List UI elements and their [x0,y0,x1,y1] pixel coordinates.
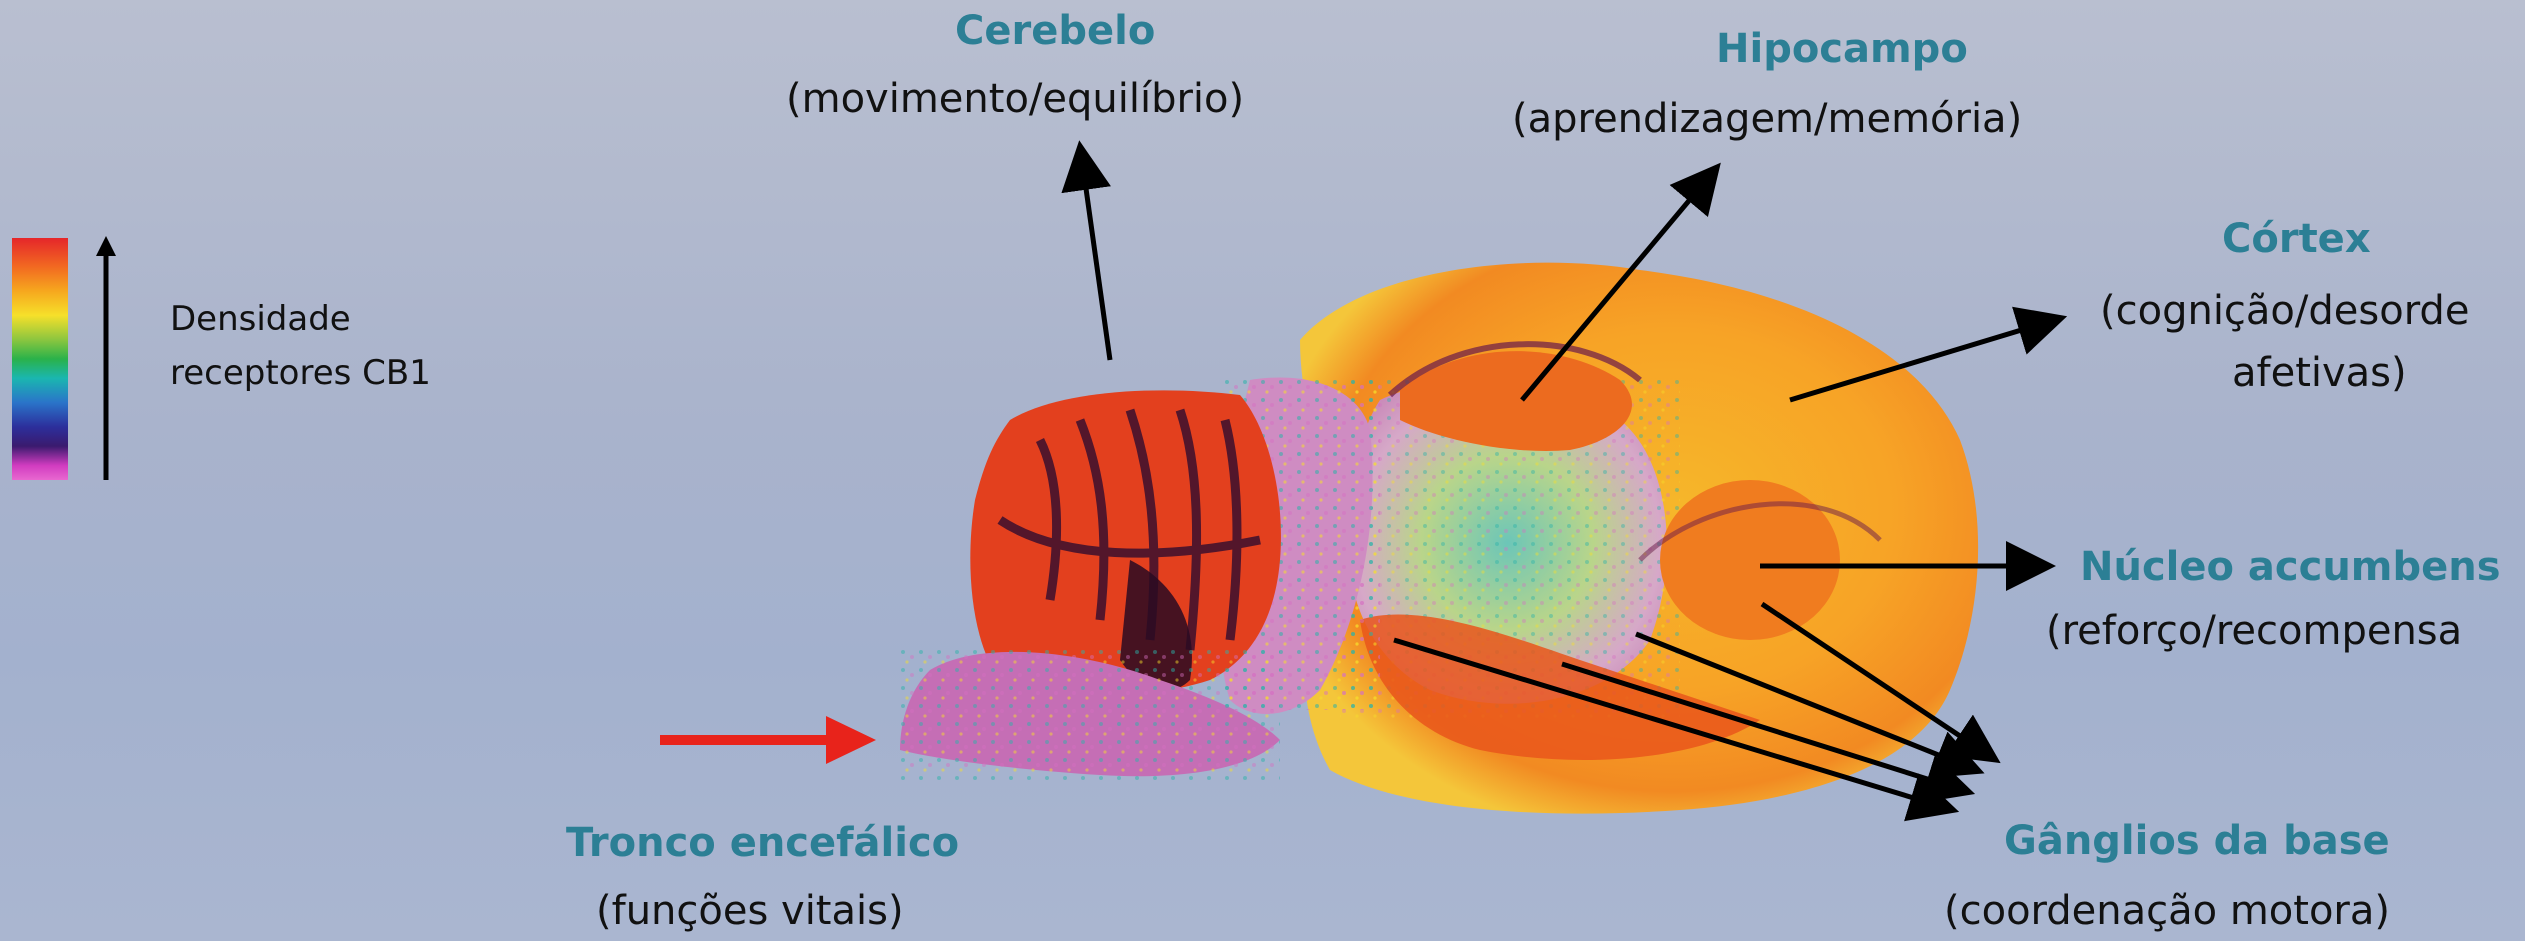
cortex-title: Córtex [2222,216,2371,262]
tronco-title: Tronco encefálico [566,820,959,866]
cortex-subtitle-line2: afetivas) [2232,350,2407,396]
cerebelo-subtitle: (movimento/equilíbrio) [786,76,1244,122]
arrow-cortex [1790,322,2048,400]
ganglios-subtitle: (coordenação motora) [1944,888,2390,934]
cortex-subtitle-line1: (cognição/desorde [2100,288,2469,334]
arrow-cerebelo [1082,160,1110,360]
cerebelo-title: Cerebelo [955,8,1155,54]
ganglios-title: Gânglios da base [2004,818,2390,864]
highlight-arrow-brainstem [660,716,876,764]
hipocampo-subtitle: (aprendizagem/memória) [1512,96,2022,142]
arrow-hipocampo [1522,178,1708,400]
nucleo-title: Núcleo accumbens [2080,544,2501,590]
arrow-ganglios-2 [1636,634,1966,766]
nucleo-subtitle: (reforço/recompensa [2046,608,2462,654]
tronco-subtitle: (funções vitais) [596,888,904,934]
hipocampo-title: Hipocampo [1716,26,1968,72]
